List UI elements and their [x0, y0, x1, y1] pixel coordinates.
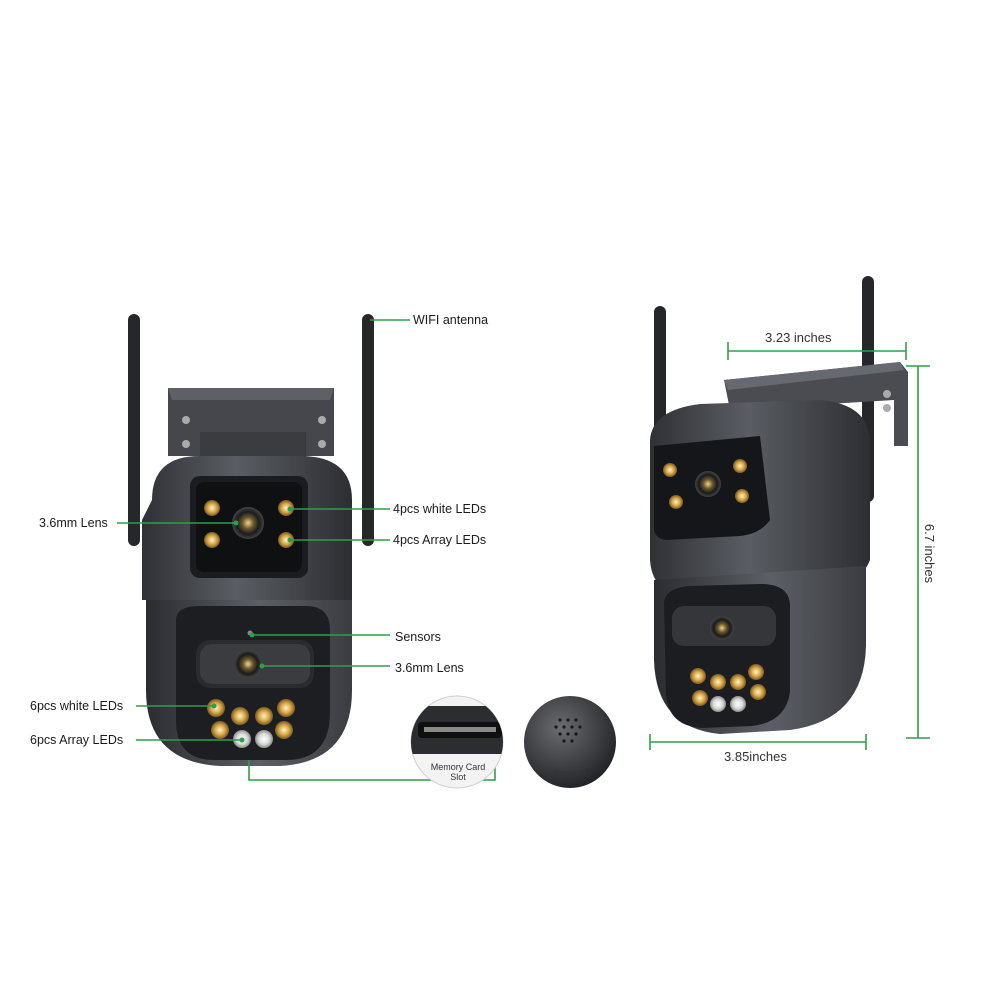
label-sensors: Sensors [395, 630, 441, 644]
label-white-leds-bottom: 6pcs white LEDs [30, 699, 124, 713]
right-top-lens [695, 471, 721, 497]
dimension-lines [649, 342, 930, 750]
dimension-width-top: 3.23 inches [765, 330, 832, 345]
left-antenna-left [128, 314, 140, 546]
left-camera [128, 314, 374, 766]
left-antenna-right [362, 314, 374, 546]
speaker-inset [524, 696, 616, 788]
label-lens-bottom: 3.6mm Lens [395, 661, 464, 675]
label-white-leds-top: 4pcs white LEDs [393, 502, 487, 516]
dimension-width-bottom: 3.85inches [724, 749, 787, 764]
left-bottom-lens [234, 650, 262, 678]
caption-memory-card: Memory Card Slot [430, 762, 486, 782]
label-array-leds-bottom: 6pcs Array LEDs [30, 733, 124, 747]
right-camera [650, 276, 908, 734]
memory-card-inset [410, 695, 504, 789]
dimension-height: 6.7 inches [922, 523, 938, 584]
caption-speaker: Speaker [553, 768, 587, 778]
left-top-lens [232, 507, 264, 539]
callout-lines [117, 319, 496, 781]
label-lens-top: 3.6mm Lens [39, 516, 108, 530]
callout-dots [211, 506, 293, 743]
label-array-leds-top: 4pcs Array LEDs [393, 533, 487, 547]
right-bottom-lens [710, 616, 734, 640]
label-wifi-antenna: WIFI antenna [413, 313, 489, 327]
